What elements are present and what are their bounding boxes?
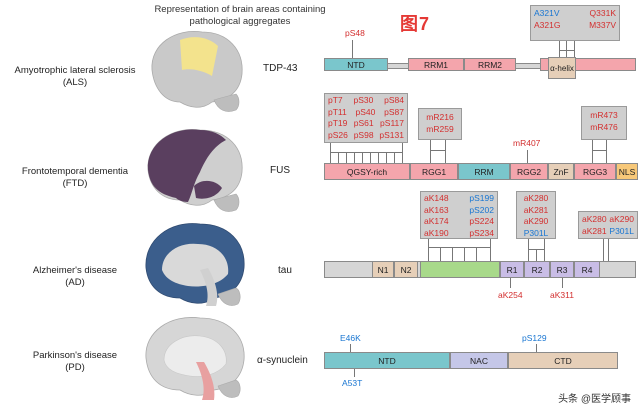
disease-label-als: Amyotrophic lateral sclerosis(ALS) (14, 65, 136, 88)
tdp43-domain-rrm1: RRM1 (408, 58, 464, 71)
tdp43-domain-helix: α-helix (548, 57, 576, 79)
ad-brain-icon (145, 223, 245, 306)
disease-label-ftd: Frontotemporal dementia(FTD) (21, 166, 129, 189)
tau-domain-r1: R1 (500, 261, 524, 278)
ptm-ps129: pS129 (522, 333, 547, 343)
tau-proline-rich (420, 261, 500, 278)
disease-label-pd: Parkinson's disease(PD) (32, 350, 118, 373)
ptm-ak254: aK254 (498, 290, 523, 300)
ptm-mr407: mR407 (513, 138, 541, 148)
tdp43-domain-ntd: NTD (324, 58, 388, 71)
ptm-a53t: A53T (342, 378, 363, 388)
tau-domain-n1: N1 (372, 261, 394, 278)
protein-label-tau: tau (278, 265, 292, 276)
protein-label-asyn: α-synuclein (257, 355, 308, 366)
pd-brain-icon (145, 317, 245, 400)
ptm-ak311: aK311 (550, 290, 574, 300)
als-brain-icon (151, 30, 243, 112)
fus-domain-nls: NLS (616, 163, 638, 180)
figure-tag: 图7 (400, 14, 431, 34)
tau-domain-n2: N2 (394, 261, 418, 278)
brain-areas-header: Representation of brain areas containing… (154, 4, 326, 27)
fus-rgg3-box: mR473 mR476 (581, 106, 627, 140)
tdp43-domain-rrm2: RRM2 (464, 58, 516, 71)
protein-label-tdp43: TDP-43 (263, 63, 298, 74)
tau-domain-r3: R3 (550, 261, 574, 278)
fus-rgg1-box: mR216 mR259 (418, 108, 462, 140)
asyn-domain-ctd: CTD (508, 352, 618, 369)
ftd-brain-icon (147, 129, 243, 212)
fus-domain-rgg2: RGG2 (510, 163, 548, 180)
brain-illustrations (145, 30, 245, 400)
tau-domain-r2: R2 (524, 261, 550, 278)
fus-domain-qgsy: QGSY-rich (324, 163, 410, 180)
protein-label-fus: FUS (270, 165, 290, 176)
asyn-domain-nac: NAC (450, 352, 508, 369)
fus-domain-rrm: RRM (458, 163, 510, 180)
fus-domain-znf: ZnF (548, 163, 574, 180)
tau-domain-r4: R4 (574, 261, 600, 278)
ptm-ps48: pS48 (345, 28, 365, 38)
ptm-e46k: E46K (340, 333, 361, 343)
disease-label-ad: Alzheimer's disease(AD) (32, 265, 118, 288)
tau-r2-box: aK280 aK281 aK290 P301L (516, 191, 556, 239)
fus-domain-rgg1: RGG1 (410, 163, 458, 180)
fus-domain-rgg3: RGG3 (574, 163, 616, 180)
watermark: 头条 @医学顾事 (555, 389, 634, 406)
asyn-domain-ntd: NTD (324, 352, 450, 369)
